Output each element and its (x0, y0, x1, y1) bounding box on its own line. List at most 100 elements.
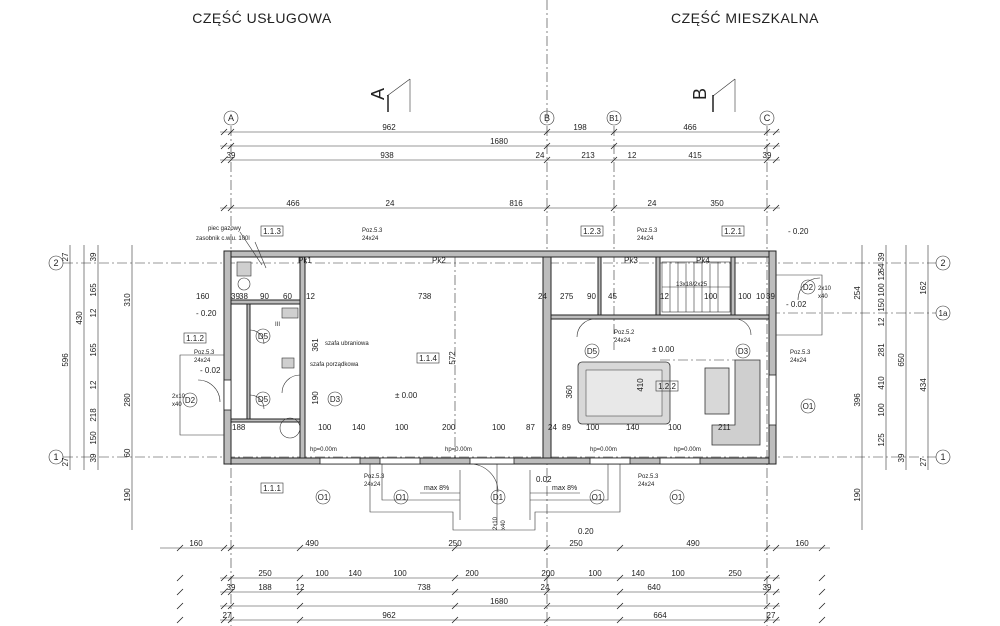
axis-a: A (228, 113, 234, 123)
dim-tick (616, 616, 624, 624)
window-openings (223, 374, 777, 465)
dim-tick (763, 574, 771, 582)
dim-top-39b: 39 (763, 151, 772, 160)
dim-bot-39b: 39 (763, 583, 772, 592)
window-o1-b: O1 (396, 493, 407, 502)
level-zero-right: ± 0.00 (652, 345, 675, 354)
dim-tick (227, 156, 235, 164)
poz-5-size: 24x24 (194, 358, 211, 364)
dims-bottom-text: 160 490 250 250 490 160 250 100 140 100 … (189, 539, 809, 620)
dim-tick (772, 128, 780, 136)
int-38: 38 (239, 292, 248, 301)
dim-tick (543, 204, 551, 212)
int-100b: 100 (738, 292, 752, 301)
axis-1a-right: 1a (939, 309, 948, 318)
dim-left-60: 60 (123, 448, 132, 457)
int-211: 211 (718, 423, 731, 432)
lintel-left-2: x40 (172, 402, 182, 408)
dim-tick (772, 544, 780, 552)
axis-1-left: 1 (53, 452, 58, 462)
dims-right-lines (861, 245, 929, 530)
poz-2: Poz.5.3 (637, 228, 658, 234)
interior-dims: 160 39 38 90 60 12 738 24 275 90 45 12 1… (196, 292, 775, 432)
dim-tick (543, 544, 551, 552)
level-marks: ± 0.00 ± 0.00 - 0.20 - 0.20 - 0.02 - 0.0… (196, 227, 809, 536)
dim-tick (772, 156, 780, 164)
poz-7-size: 24x24 (638, 482, 655, 488)
label-piec: piec gazowy (208, 226, 241, 232)
dim-right-12b: 12 (877, 317, 886, 326)
door-d3-left: D3 (330, 395, 341, 404)
int-160: 160 (196, 292, 210, 301)
dim-tick (176, 602, 184, 610)
dim-left-280: 280 (123, 393, 132, 407)
door-labels: D1 D2 D2 D3 D3 D5 D5 D5 (182, 279, 816, 505)
dim-tick (610, 156, 618, 164)
poz-labels: Poz.5.3 24x24 Poz.5.3 24x24 Poz.5.2 24x2… (194, 228, 811, 488)
dim-left-430: 430 (75, 311, 84, 325)
int-45: 45 (608, 292, 617, 301)
dim-tick (543, 588, 551, 596)
dim-tick (220, 204, 228, 212)
room-labels: 1.1.1 1.1.2 1.1.3 1.1.4 1.2.1 1.2.2 1.2.… (183, 225, 745, 494)
dim-top-350: 350 (710, 199, 724, 208)
poz-3-size: 24x24 (614, 338, 631, 344)
dims-left-text: 27 39 165 12 165 12 218 150 39 27 596 43… (61, 252, 132, 502)
boiler (236, 261, 252, 277)
dim-tick (176, 588, 184, 596)
label-zasobnik: zasobnik c.w.u. 100l (196, 236, 250, 242)
dim-left-27b: 27 (61, 457, 70, 466)
poz-5: Poz.5.3 (194, 350, 215, 356)
dim-tick (451, 574, 459, 582)
int-572: 572 (448, 351, 457, 365)
dim-bot-140a: 140 (348, 569, 362, 578)
dim-bot-640: 640 (647, 583, 661, 592)
door-d3-right: D3 (738, 347, 749, 356)
room-1-1-3: 1.1.3 (263, 227, 281, 236)
toilet (279, 417, 301, 439)
int-39b: 39 (766, 292, 775, 301)
dim-bot-1680: 1680 (490, 597, 508, 606)
coffee-table (704, 367, 730, 415)
axis-b1: B1 (609, 114, 619, 123)
dim-bot-12: 12 (296, 583, 305, 592)
dim-bot-100b: 100 (393, 569, 407, 578)
dim-left-310: 310 (123, 293, 132, 307)
dim-tick (543, 602, 551, 610)
dim-tick (220, 616, 228, 624)
heading-residential-part: CZĘŚĆ MIESZKALNA (671, 9, 819, 26)
dim-tick (543, 142, 551, 150)
dims-right-text: 39 64 12 100 150 254 12 281 410 100 396 … (853, 252, 928, 502)
dim-tick (543, 616, 551, 624)
level-minus-02-right: - 0.20 (788, 227, 809, 236)
dim-tick (220, 574, 228, 582)
dim-left-39b: 39 (89, 453, 98, 462)
room-1-2-3: 1.2.3 (583, 227, 601, 236)
int-738: 738 (418, 292, 432, 301)
dim-tick (220, 602, 228, 610)
int-12: 12 (306, 292, 315, 301)
dim-top-938: 938 (380, 151, 394, 160)
dim-right-100a: 100 (877, 283, 886, 297)
dim-right-39a: 39 (877, 252, 886, 261)
poz-2-size: 24x24 (637, 236, 654, 242)
dim-bot-39a: 39 (227, 583, 236, 592)
int-100g: 100 (668, 423, 682, 432)
dim-tick (451, 602, 459, 610)
hp-3: hp=0.00m (590, 447, 617, 453)
lintel-bottom-2: x40 (501, 520, 507, 530)
door-d1: D1 (493, 493, 504, 502)
dim-tick (227, 544, 235, 552)
dim-left-190: 190 (123, 488, 132, 502)
dim-tick (610, 128, 618, 136)
window-o1-d: O1 (672, 493, 683, 502)
hidden-lines (454, 257, 735, 458)
dim-tick (763, 128, 771, 136)
dim-top-1680: 1680 (490, 137, 508, 146)
dim-tick (763, 204, 771, 212)
dim-left-596: 596 (61, 353, 70, 367)
axis-b: B (544, 113, 550, 123)
chimney-pk4: Pk4 (696, 256, 710, 265)
lintel-right-1: 2x10 (818, 286, 832, 292)
dim-tick (772, 616, 780, 624)
